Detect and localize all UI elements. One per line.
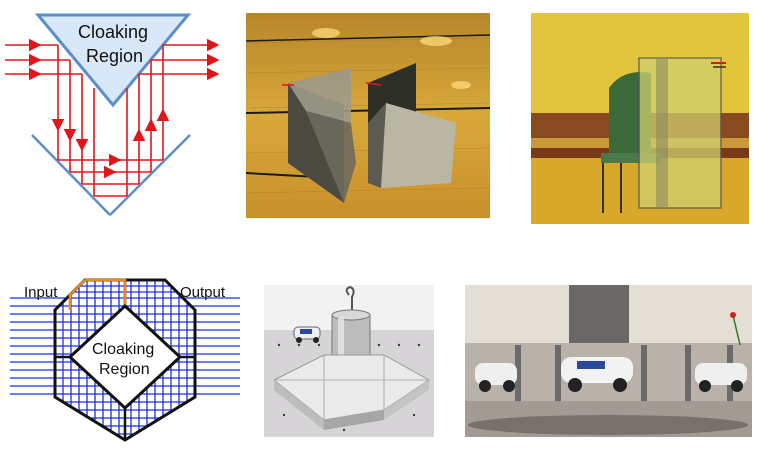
bottom-cloaking-diagram: Input Output Cloaking Region xyxy=(0,262,250,460)
right-mirror-face xyxy=(381,103,456,188)
background-cylinder xyxy=(569,285,629,343)
prism-photo-svg xyxy=(264,285,434,437)
bottom-region-label-line2: Region xyxy=(99,361,150,378)
chair-mirror-photo xyxy=(531,13,749,224)
mirror-box xyxy=(638,57,722,209)
octagon-outline xyxy=(53,278,197,442)
top-ray-diagram-svg xyxy=(5,13,220,216)
input-label: Input xyxy=(24,284,58,301)
top-cloaking-diagram: Cloaking Region xyxy=(0,0,230,230)
top-region-label-line2: Region xyxy=(86,46,144,66)
grid-diagram-svg xyxy=(10,278,240,442)
cars-photo-svg xyxy=(465,285,752,437)
left-mirror-face xyxy=(288,68,351,123)
output-label: Output xyxy=(180,284,226,301)
orange-corner-left xyxy=(68,279,86,310)
ray-group xyxy=(5,38,220,197)
toy-car-right xyxy=(695,363,747,392)
toy-car-left xyxy=(475,363,517,392)
lower-right-mirror xyxy=(109,134,191,216)
lower-left-mirror xyxy=(31,134,111,216)
cloaking-diamond xyxy=(67,303,183,411)
chair-photo-svg xyxy=(531,13,749,224)
bottom-region-label-line1: Cloaking xyxy=(92,341,155,358)
gym-mirror-photo xyxy=(246,13,490,218)
prism-weight-photo xyxy=(264,285,434,437)
toy-car-center xyxy=(561,357,633,392)
top-region-label-line1: Cloaking xyxy=(78,22,149,42)
toy-cars-photo xyxy=(465,285,752,437)
gym-photo-svg xyxy=(246,13,490,218)
